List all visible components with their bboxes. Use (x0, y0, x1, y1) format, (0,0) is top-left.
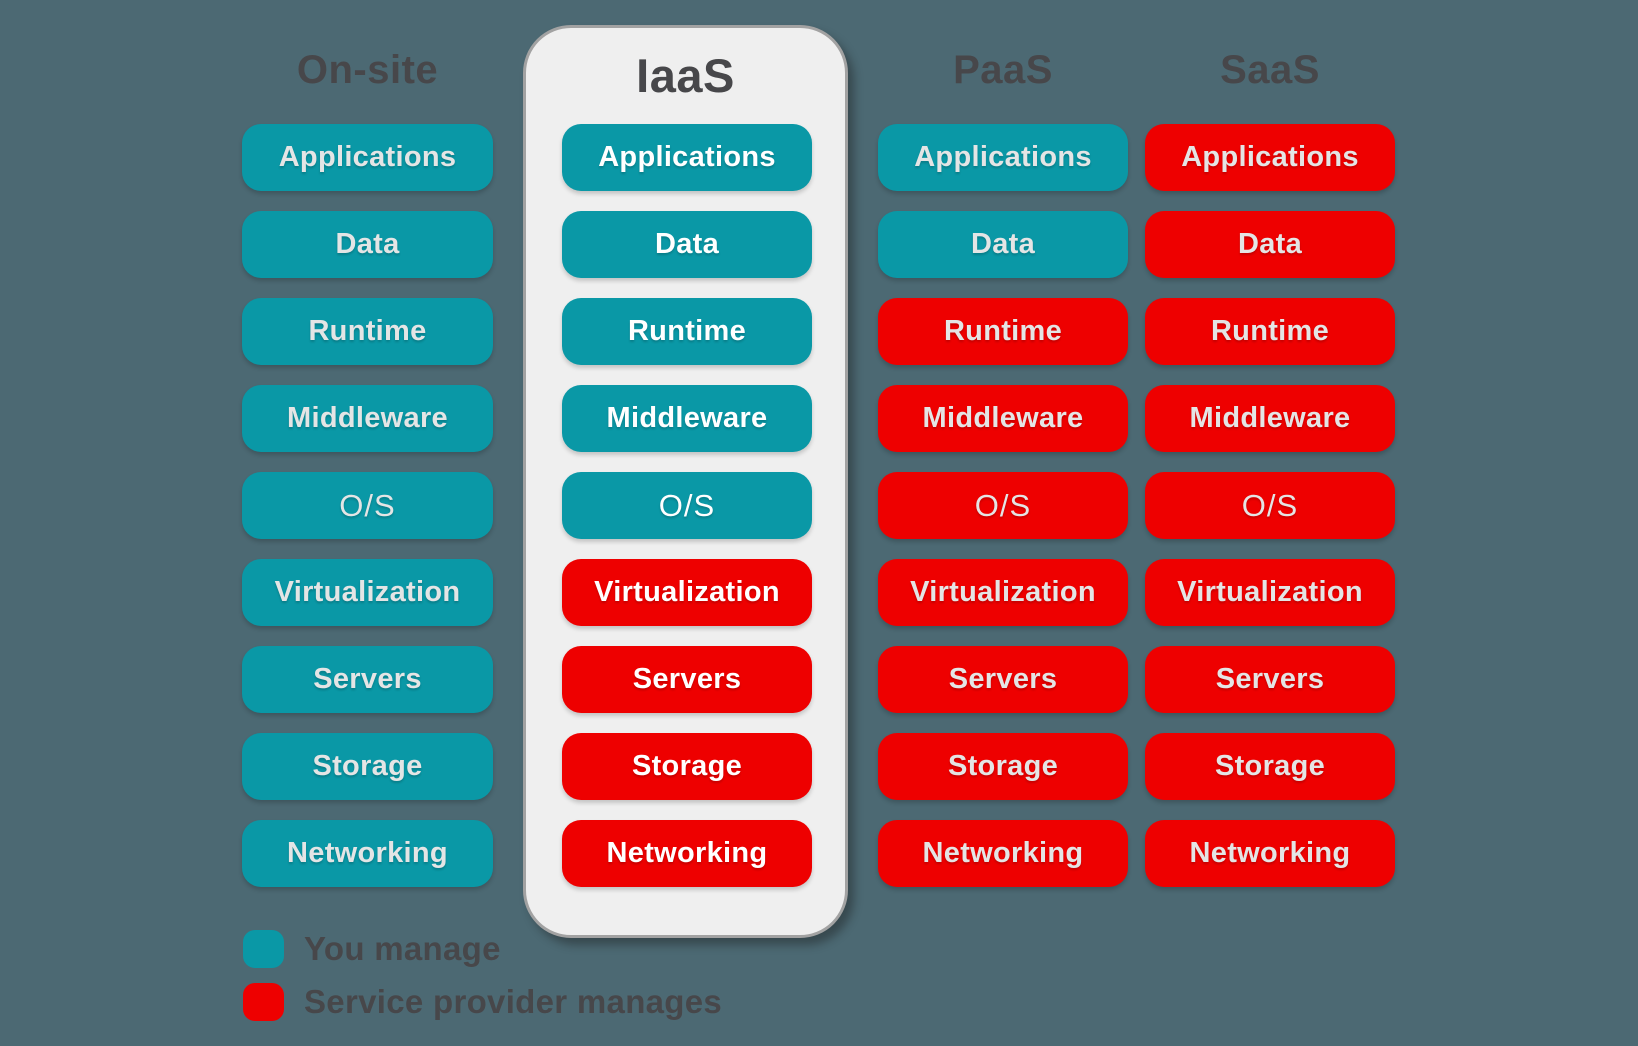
pill-runtime: Runtime (242, 298, 493, 365)
pill-virtualization: Virtualization (562, 559, 812, 626)
pill-storage: Storage (562, 733, 812, 800)
pill-runtime: Runtime (1145, 298, 1395, 365)
pill-virtualization: Virtualization (1145, 559, 1395, 626)
pill-middleware: Middleware (878, 385, 1128, 452)
pill-os: O/S (878, 472, 1128, 539)
column-title-onsite: On-site (296, 48, 439, 92)
pill-data: Data (1145, 211, 1395, 278)
pill-stack-saas: Applications Data Runtime Middleware O/S… (1145, 124, 1395, 887)
pill-applications: Applications (1145, 124, 1395, 191)
pill-applications: Applications (242, 124, 493, 191)
legend-swatch-service-provider-manages (243, 983, 284, 1021)
pill-servers: Servers (562, 646, 812, 713)
pill-runtime: Runtime (562, 298, 812, 365)
pill-os: O/S (562, 472, 812, 539)
pill-storage: Storage (242, 733, 493, 800)
legend-label-you-manage: You manage (304, 930, 501, 967)
pill-middleware: Middleware (562, 385, 812, 452)
pill-networking: Networking (242, 820, 493, 887)
pill-os: O/S (242, 472, 493, 539)
pill-networking: Networking (878, 820, 1128, 887)
pill-data: Data (562, 211, 812, 278)
pill-servers: Servers (242, 646, 493, 713)
pill-data: Data (878, 211, 1128, 278)
pill-networking: Networking (562, 820, 812, 887)
pill-middleware: Middleware (1145, 385, 1395, 452)
pill-stack-paas: Applications Data Runtime Middleware O/S… (878, 124, 1128, 887)
pill-os: O/S (1145, 472, 1395, 539)
pill-applications: Applications (878, 124, 1128, 191)
pill-stack-iaas: Applications Data Runtime Middleware O/S… (562, 124, 812, 887)
pill-stack-onsite: Applications Data Runtime Middleware O/S… (242, 124, 493, 887)
column-title-iaas: IaaS (636, 49, 735, 102)
pill-middleware: Middleware (242, 385, 493, 452)
pill-servers: Servers (878, 646, 1128, 713)
legend-label-service-provider-manages: Service provider manages (304, 983, 723, 1020)
pill-data: Data (242, 211, 493, 278)
pill-runtime: Runtime (878, 298, 1128, 365)
legend-item-you-manage: You manage (243, 930, 501, 968)
column-title-paas: PaaS (953, 48, 1053, 92)
legend-swatch-you-manage (243, 930, 284, 968)
legend-item-service-provider-manages: Service provider manages (243, 983, 722, 1021)
pill-servers: Servers (1145, 646, 1395, 713)
column-title-saas: SaaS (1220, 48, 1320, 92)
pill-virtualization: Virtualization (878, 559, 1128, 626)
pill-virtualization: Virtualization (242, 559, 493, 626)
pill-storage: Storage (878, 733, 1128, 800)
column-iaas-highlight-panel: IaaS Applications Data Runtime Middlewar… (523, 25, 848, 938)
pill-networking: Networking (1145, 820, 1395, 887)
pill-storage: Storage (1145, 733, 1395, 800)
pill-applications: Applications (562, 124, 812, 191)
